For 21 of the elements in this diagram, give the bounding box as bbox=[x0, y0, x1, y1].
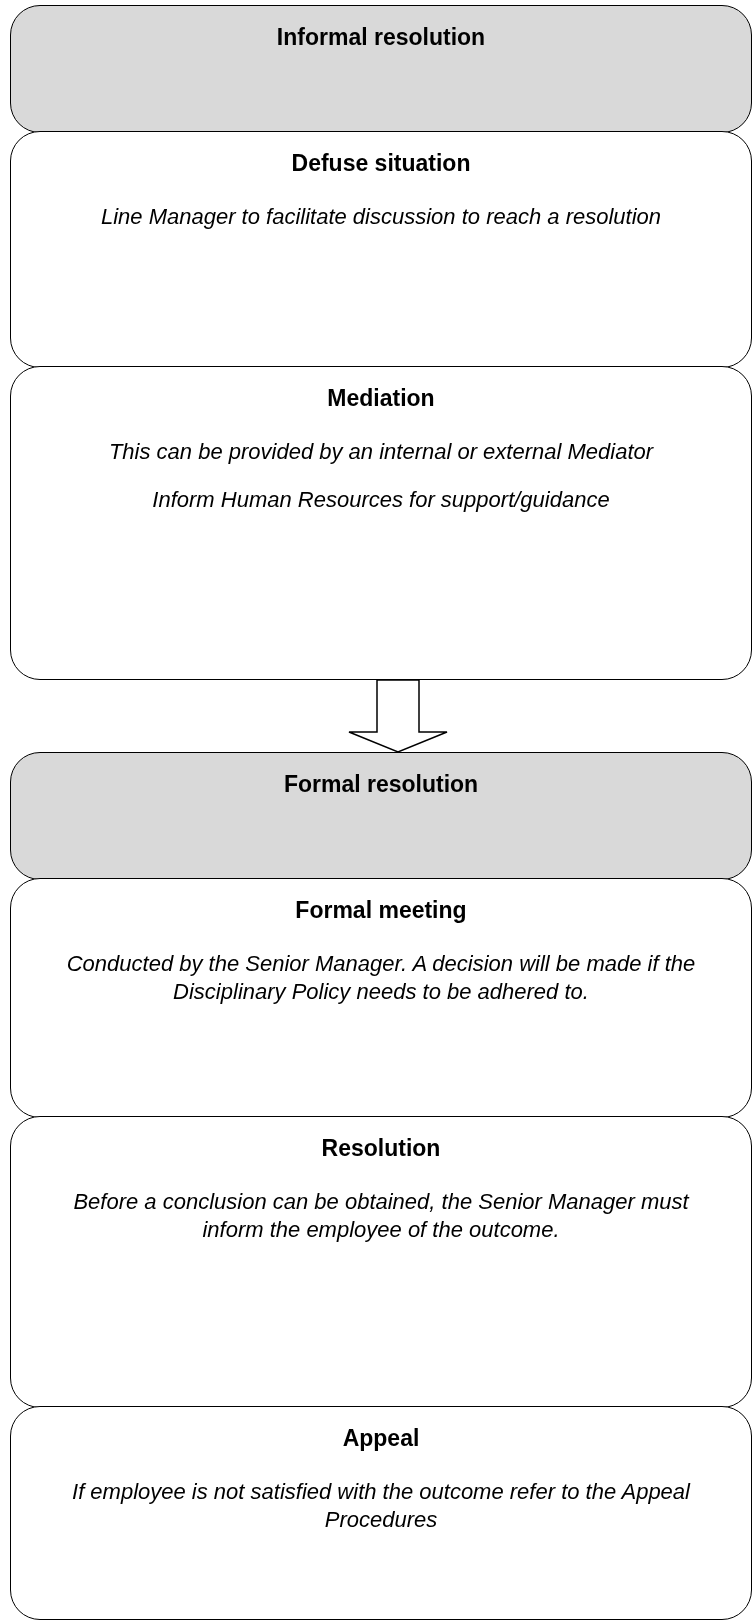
box-description: This can be provided by an internal or external Mediator bbox=[108, 438, 654, 466]
rounded-box bbox=[10, 1406, 752, 1620]
rounded-box bbox=[10, 5, 752, 133]
box-heading: Formal resolution bbox=[283, 771, 479, 798]
box-description: Inform Human Resources for support/guidance bbox=[152, 485, 610, 513]
rounded-box bbox=[10, 1116, 752, 1408]
box-heading: Appeal bbox=[342, 1425, 420, 1452]
box-heading: Defuse situation bbox=[291, 150, 471, 177]
box-description: Conducted by the Senior Manager. A decision will be made if the Disciplinary Policy needs to be adhered to. bbox=[65, 950, 697, 1005]
block-arrow bbox=[348, 679, 448, 753]
rounded-box bbox=[10, 366, 752, 680]
box-description: If employee is not satisfied with the outcome refer to the Appeal Procedures bbox=[71, 1478, 692, 1533]
box-heading: Informal resolution bbox=[276, 24, 486, 51]
box-description: Line Manager to facilitate discussion to reach a resolution bbox=[100, 203, 662, 231]
box-heading: Resolution bbox=[321, 1135, 441, 1162]
rounded-box bbox=[10, 752, 752, 880]
box-heading: Formal meeting bbox=[295, 897, 467, 924]
box-heading: Mediation bbox=[327, 385, 435, 412]
rounded-box bbox=[10, 878, 752, 1118]
rounded-box bbox=[10, 131, 752, 368]
box-description: Before a conclusion can be obtained, the Senior Manager must inform the employee of the outcome. bbox=[72, 1188, 691, 1243]
